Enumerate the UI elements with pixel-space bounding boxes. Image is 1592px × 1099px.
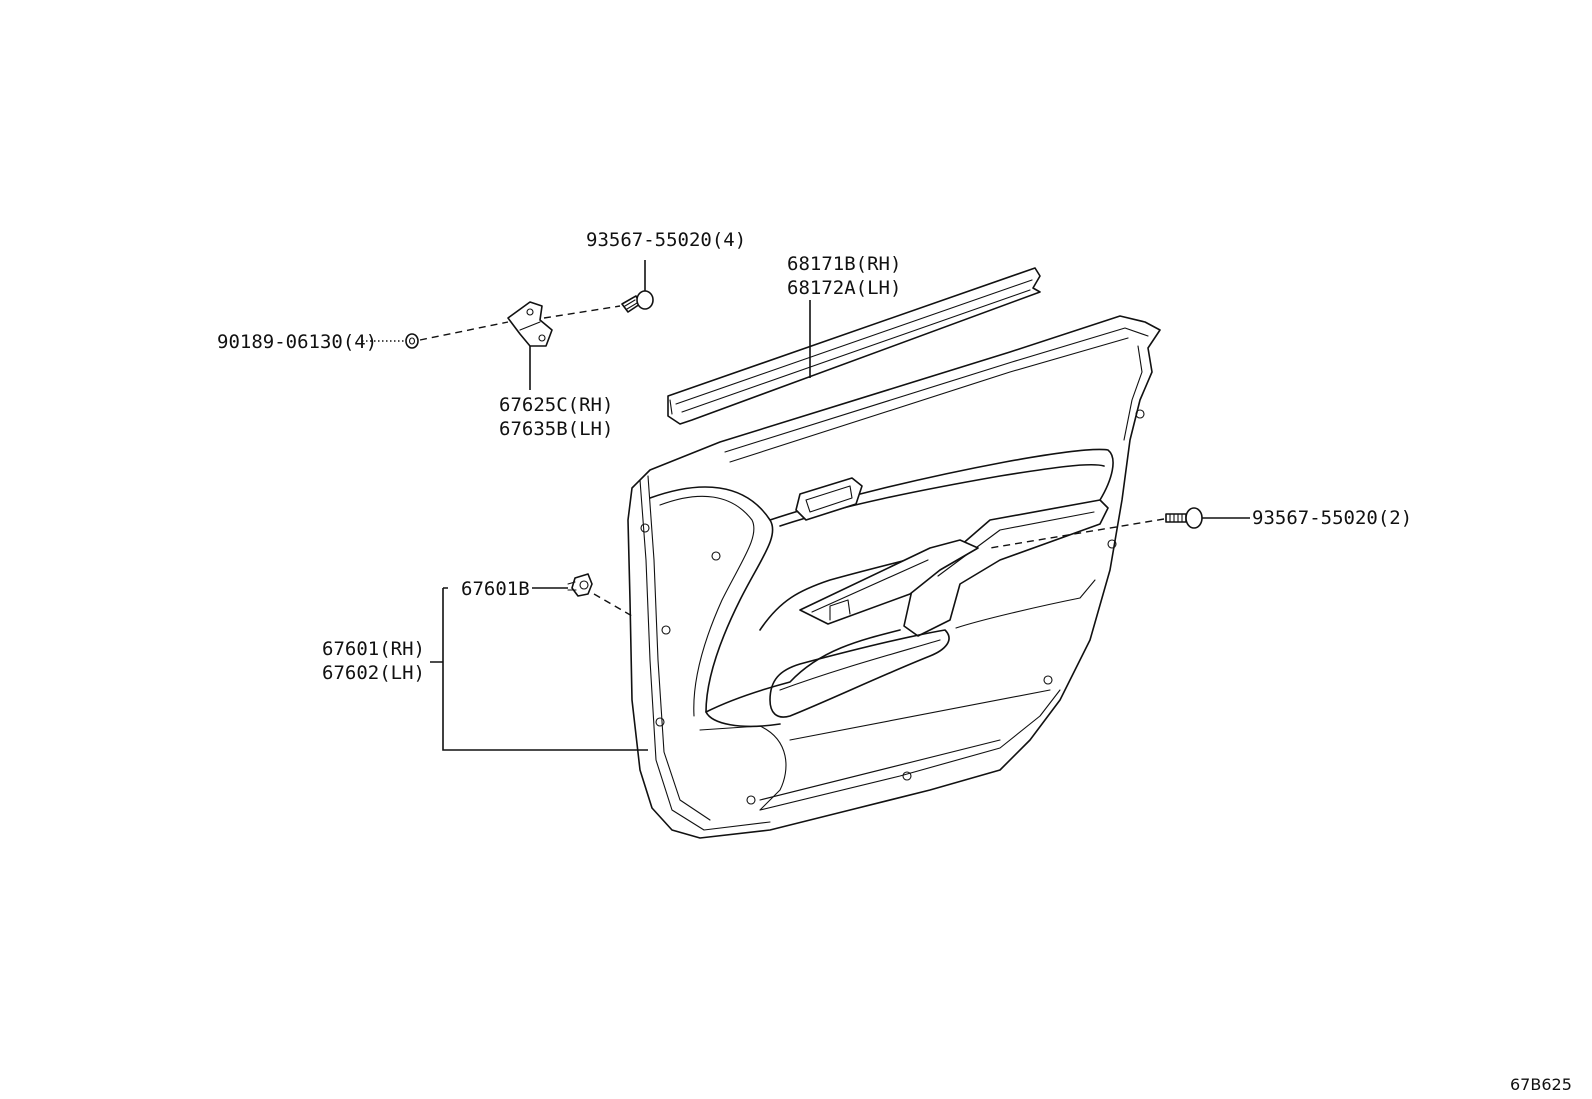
callout-weatherstrip-lh: 68172A(LH) [787, 277, 901, 299]
assembly-line-clip [593, 593, 633, 617]
leader-panel-bracket [430, 587, 648, 751]
callout-weatherstrip-rh: 68171B(RH) [787, 253, 901, 275]
callout-nut: 90189-06130(4) [217, 331, 377, 353]
assembly-line-right-screw [989, 518, 1165, 549]
assembly-line-bracket-screw [543, 305, 621, 319]
door-trim-panel [627, 315, 1161, 839]
screw-top [621, 290, 654, 313]
panel-clip [567, 573, 593, 597]
callout-bracket-lh: 67635B(LH) [499, 418, 613, 440]
nut-fastener [405, 333, 419, 349]
figure-code: 67B625 [1510, 1075, 1572, 1094]
door-belt-weatherstrip [667, 267, 1041, 425]
callout-bracket-rh: 67625C(RH) [499, 394, 613, 416]
assembly-line-nut-bracket [419, 321, 509, 341]
callout-panel-lh: 67602(LH) [322, 662, 425, 684]
callout-screw-top: 93567-55020(4) [586, 229, 746, 251]
clip-mount-marks [640, 409, 1145, 805]
screw-right [1165, 507, 1203, 529]
callout-clip: 67601B [461, 578, 530, 600]
callout-screw-right: 93567-55020(2) [1252, 507, 1412, 529]
callout-panel-rh: 67601(RH) [322, 638, 425, 660]
trim-bracket [507, 301, 553, 347]
